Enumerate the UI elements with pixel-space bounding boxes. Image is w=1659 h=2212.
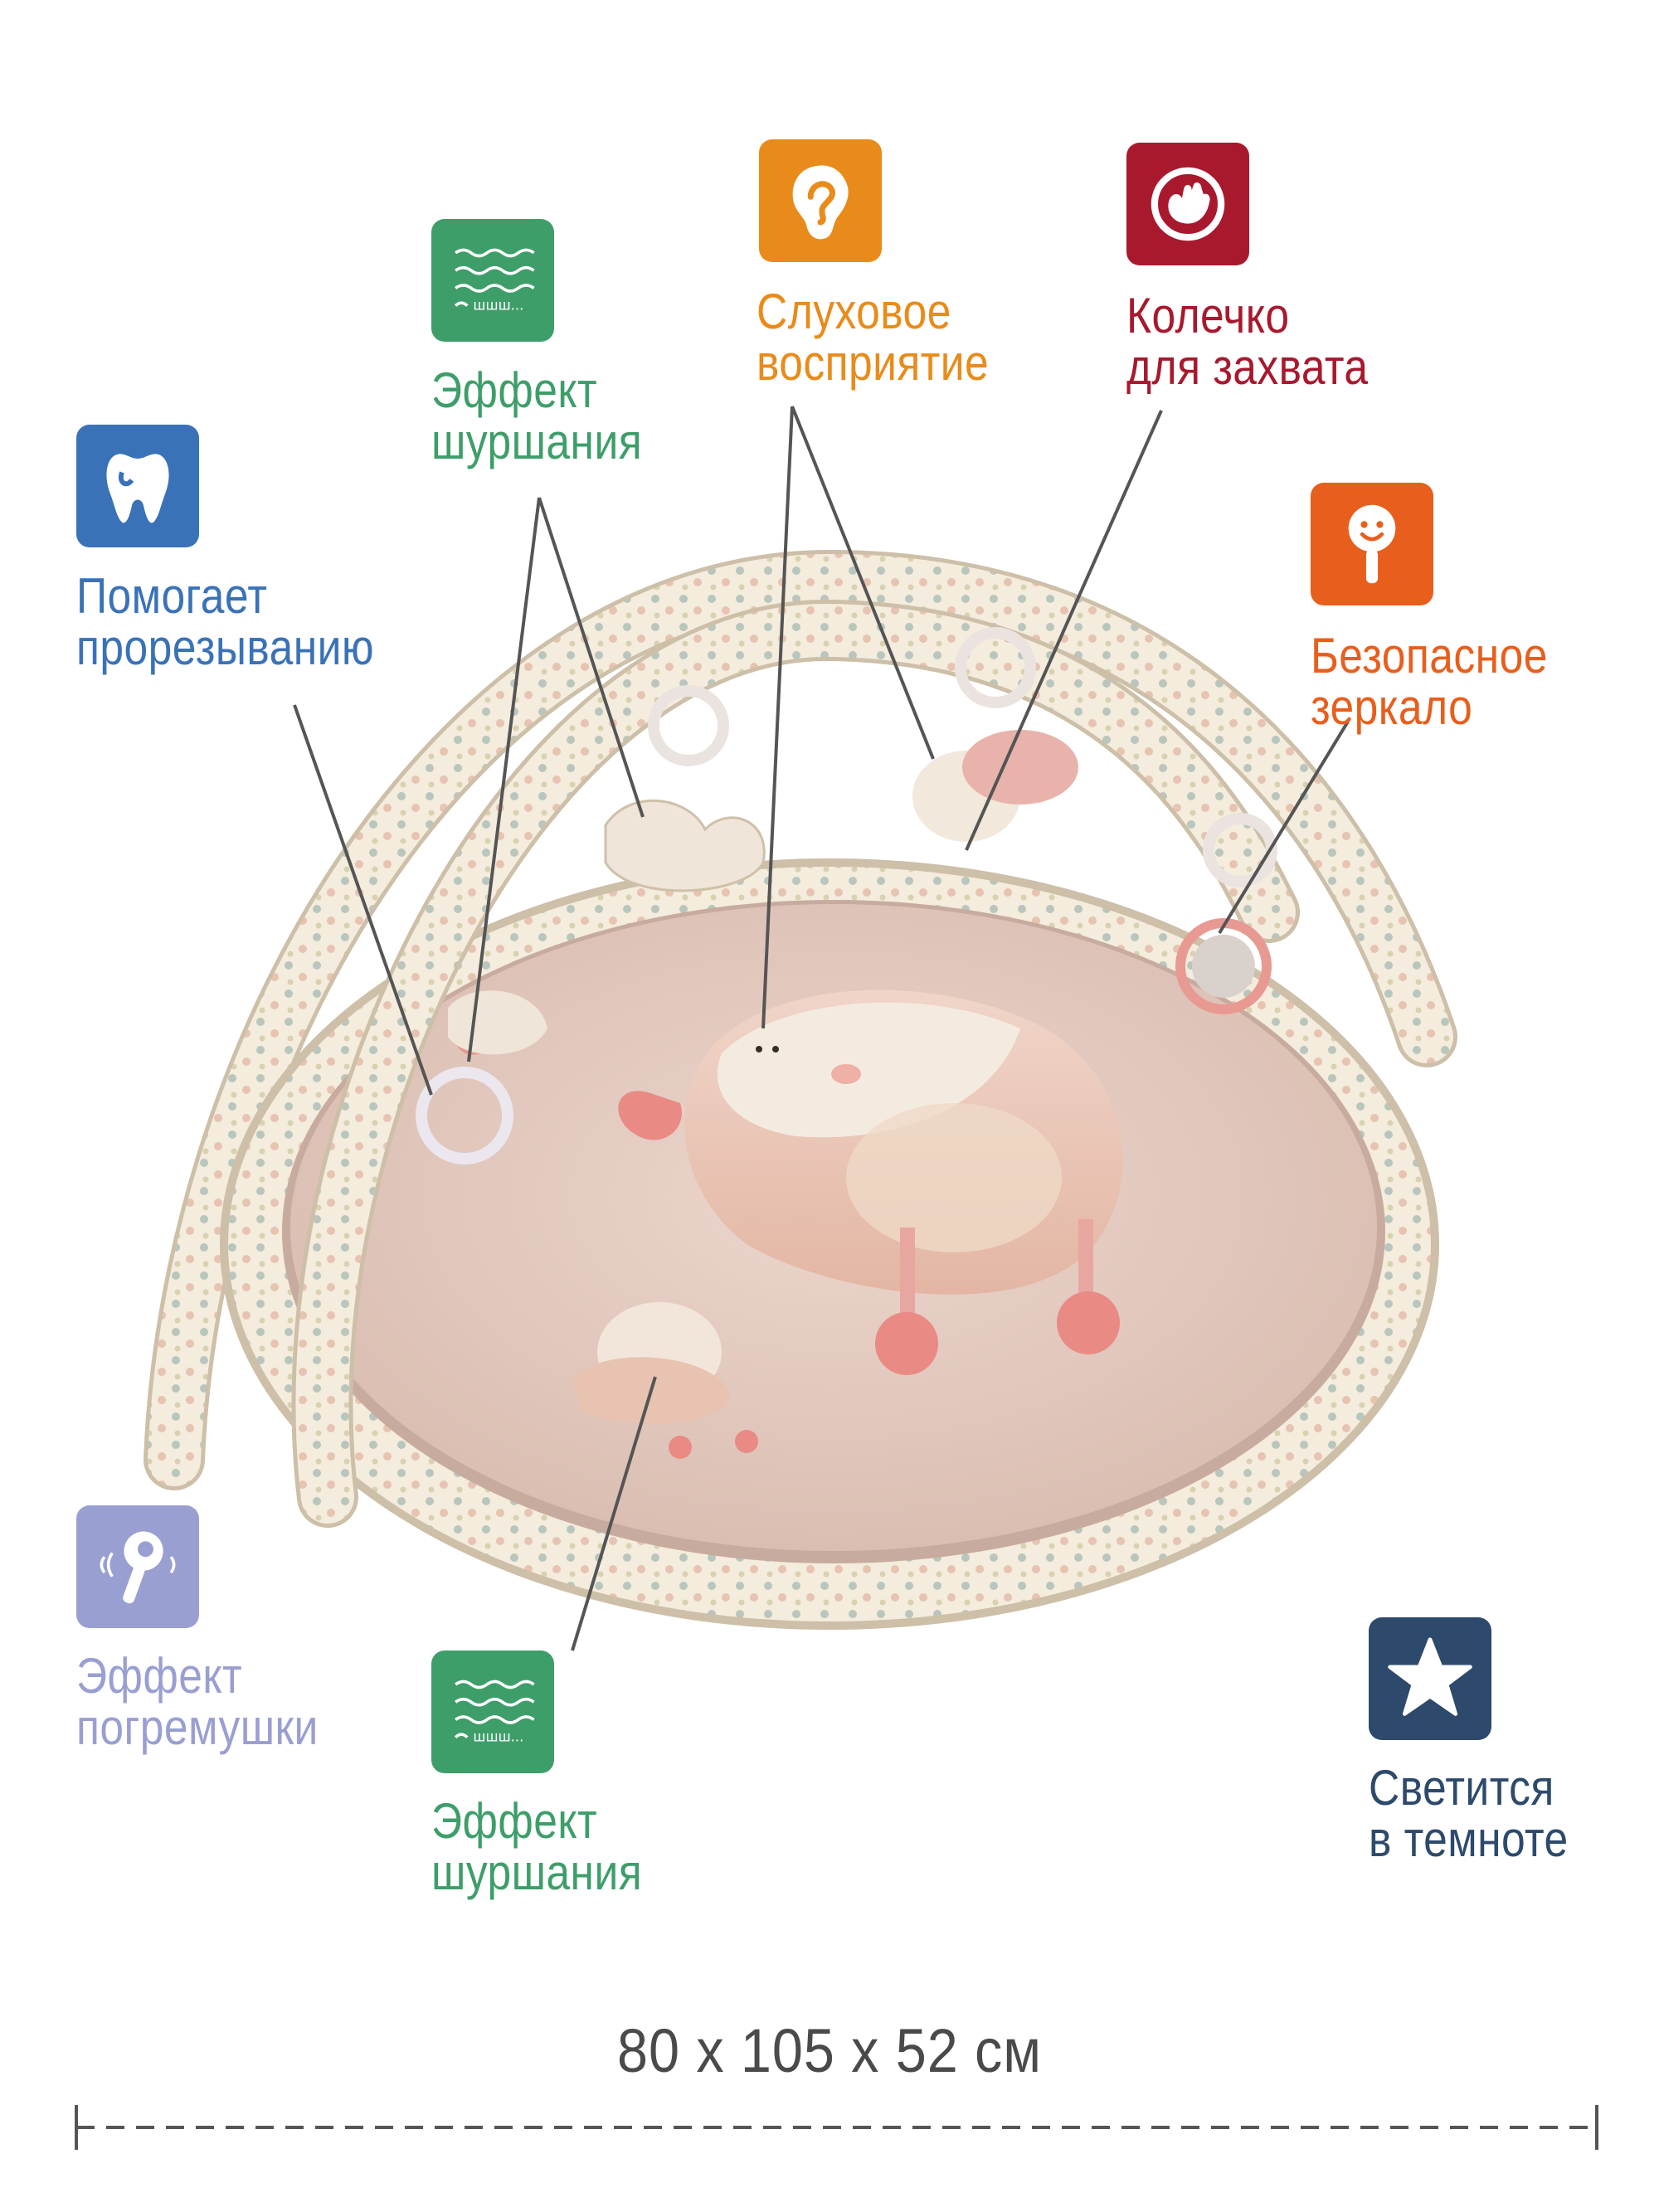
feature-label-hearing: Слуховое восприятие xyxy=(757,286,989,389)
back-arch xyxy=(144,549,1457,1490)
rustle-icon-text: шшш... xyxy=(473,297,523,313)
feature-line: зеркало xyxy=(1311,679,1473,735)
tooth-icon xyxy=(76,425,199,547)
bird-applique xyxy=(618,989,1123,1375)
dimension-line xyxy=(75,2105,1598,2150)
feature-line: Эффект xyxy=(76,1648,243,1704)
feature-line: шуршания xyxy=(431,414,643,469)
ear-icon xyxy=(759,139,882,262)
feature-line: Слуховое xyxy=(757,284,951,339)
feature-label-rustle-bottom: Эффект шуршания xyxy=(431,1796,642,1898)
grab-hand-icon xyxy=(1126,143,1249,265)
feature-line: Светится xyxy=(1369,1760,1554,1816)
feature-line: Помогает xyxy=(76,568,268,624)
feature-label-grab-ring: Колечко для захвата xyxy=(1126,290,1369,393)
rustle-icon-text: шшш... xyxy=(473,1728,523,1744)
feature-line: в темноте xyxy=(1369,1811,1569,1867)
rattle-icon xyxy=(76,1505,199,1628)
front-arch xyxy=(291,599,1300,1528)
feature-label-teething: Помогает прорезыванию xyxy=(76,571,374,673)
feature-label-glow: Светится в темноте xyxy=(1369,1762,1569,1865)
pointer-lines xyxy=(293,406,1350,1651)
feature-line: Колечко xyxy=(1126,288,1290,343)
feature-line: для захвата xyxy=(1126,339,1369,395)
dimensions-label: 80 x 105 x 52 см xyxy=(617,2016,1042,2085)
feature-label-mirror: Безопасное зеркало xyxy=(1311,630,1548,733)
feature-label-rattle: Эффект погремушки xyxy=(76,1650,319,1753)
feature-line: шуршания xyxy=(431,1845,643,1900)
feature-line: погремушки xyxy=(76,1699,319,1755)
rustle-icon: шшш... xyxy=(431,219,554,342)
feature-line: Эффект xyxy=(431,1793,598,1849)
feature-label-rustle-top: Эффект шуршания xyxy=(431,365,642,468)
mirror-icon xyxy=(1311,483,1433,605)
star-icon xyxy=(1369,1617,1491,1740)
rustle-icon: шшш... xyxy=(431,1650,554,1773)
feature-line: Безопасное xyxy=(1311,628,1548,683)
feature-line: восприятие xyxy=(757,335,990,391)
feature-line: Эффект xyxy=(431,362,598,418)
feature-line: прорезыванию xyxy=(76,620,375,675)
